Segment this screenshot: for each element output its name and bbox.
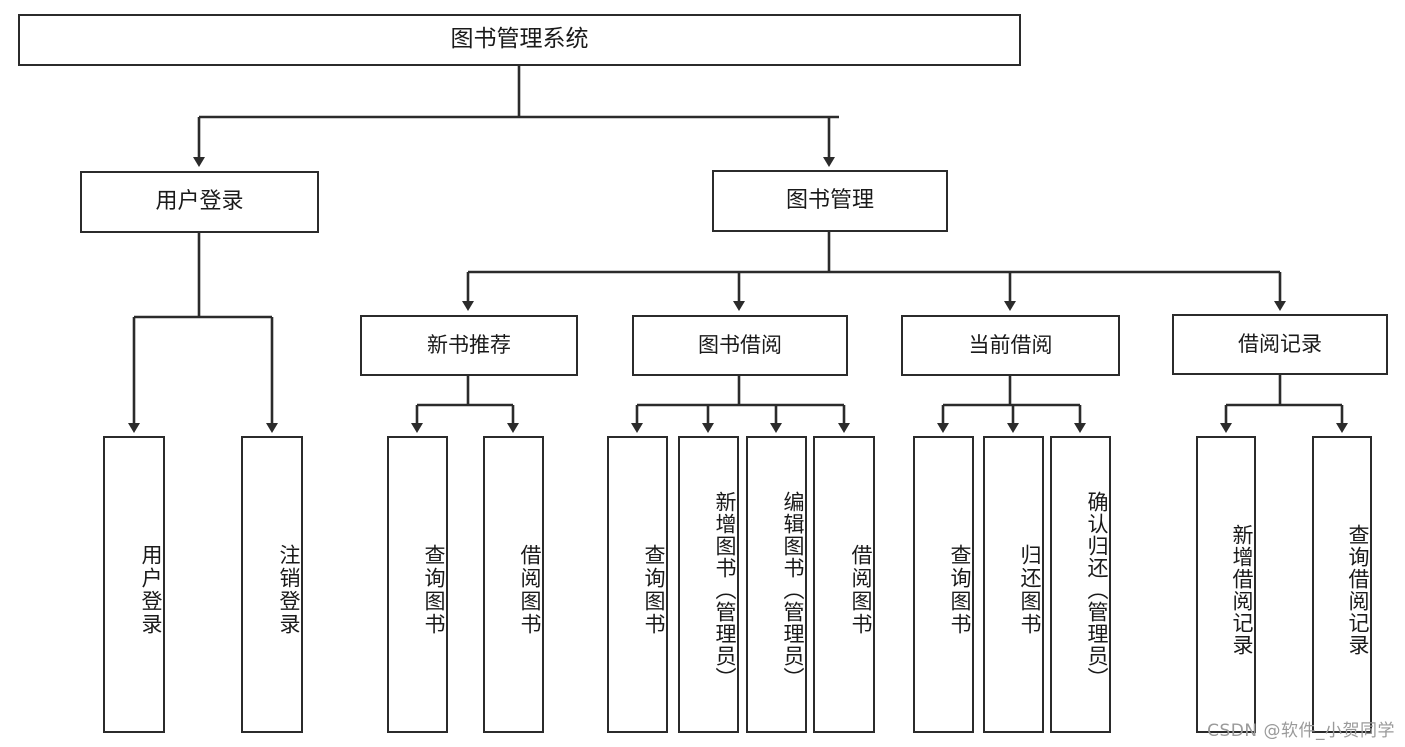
node-label: 图书借阅 [698,333,782,358]
node-user-login[interactable]: 用户登录 [80,171,319,233]
node-book-borrow[interactable]: 图书借阅 [632,315,848,376]
node-label: 用户登录 [155,189,244,215]
node-label: 借阅图书 [518,543,542,636]
leaf-query-book-borrow[interactable]: 查询图书 [607,436,668,733]
leaf-borrow-book[interactable]: 借阅图书 [813,436,875,733]
node-borrow-records[interactable]: 借阅记录 [1172,314,1388,375]
leaf-add-borrow-record[interactable]: 新增借阅记录 [1196,436,1256,733]
leaf-borrow-book-recommend[interactable]: 借阅图书 [483,436,544,733]
leaf-edit-book-admin[interactable]: 编辑图书（管理员） [746,436,807,733]
leaf-confirm-return-admin[interactable]: 确认归还（管理员） [1050,436,1111,733]
leaf-return-book[interactable]: 归还图书 [983,436,1044,733]
node-current-borrow[interactable]: 当前借阅 [901,315,1120,376]
node-label: 新增图书（管理员） [713,490,737,689]
node-root-system[interactable]: 图书管理系统 [18,14,1021,66]
leaf-query-borrow-record[interactable]: 查询借阅记录 [1312,436,1372,733]
leaf-logout-login[interactable]: 注销登录 [241,436,303,733]
node-label: 查询借阅记录 [1346,523,1370,656]
node-label: 新书推荐 [427,333,511,358]
node-label: 归还图书 [1018,543,1042,636]
leaf-query-book-current[interactable]: 查询图书 [913,436,974,733]
node-book-management[interactable]: 图书管理 [712,170,948,232]
node-label: 借阅图书 [849,543,873,636]
node-label: 查询图书 [948,543,972,636]
node-label: 确认归还（管理员） [1085,490,1109,689]
node-label: 用户登录 [139,543,163,636]
node-label: 查询图书 [422,543,446,636]
watermark-text: CSDN @软件_小贺同学 [1207,721,1395,741]
node-label: 图书管理 [785,188,874,214]
leaf-query-book-recommend[interactable]: 查询图书 [387,436,448,733]
node-label: 查询图书 [642,543,666,636]
node-label: 图书管理系统 [450,26,589,53]
node-label: 编辑图书（管理员） [781,490,805,689]
node-new-book-recommend[interactable]: 新书推荐 [360,315,578,376]
node-label: 当前借阅 [968,333,1053,358]
leaf-user-login[interactable]: 用户登录 [103,436,165,733]
node-label: 新增借阅记录 [1230,523,1254,656]
leaf-add-book-admin[interactable]: 新增图书（管理员） [678,436,739,733]
node-label: 借阅记录 [1238,332,1322,357]
node-label: 注销登录 [277,543,301,636]
